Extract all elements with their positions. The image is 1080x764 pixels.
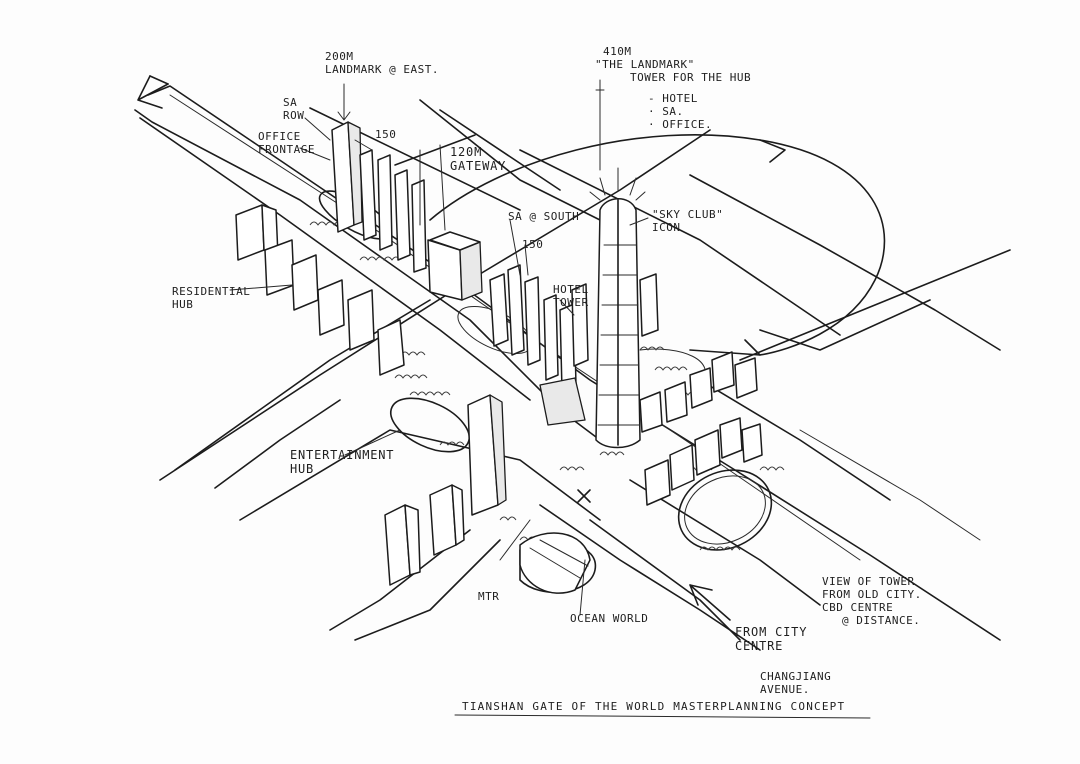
landmark-tower-purpose: TOWER FOR THE HUB xyxy=(630,71,752,84)
landmark-tower-height: 410M xyxy=(603,45,632,58)
hotel-tower-line2: TOWER xyxy=(553,296,589,309)
sa-row-line1: SA xyxy=(283,96,298,109)
view-of-tower-line1: VIEW OF TOWER xyxy=(822,575,915,588)
tower-use-office: · OFFICE. xyxy=(648,118,713,131)
label-height-150-a: 150 xyxy=(375,128,397,141)
view-of-tower-line3: CBD CENTRE xyxy=(822,601,894,614)
sheet-title: TIANSHAN GATE OF THE WORLD MASTERPLANNIN… xyxy=(462,700,846,713)
label-tower-uses: - HOTEL · SA. · OFFICE. xyxy=(648,92,712,131)
label-from-city-centre: FROM CITY CENTRE xyxy=(735,625,807,653)
changjiang-avenue-line1: CHANGJIANG xyxy=(760,670,832,683)
from-city-centre-line1: FROM CITY xyxy=(735,625,808,639)
landmark-east-height: 200M xyxy=(325,50,354,63)
label-landmark-tower: 410M "THE LANDMARK" TOWER FOR THE HUB xyxy=(595,45,751,84)
view-of-tower-line2: FROM OLD CITY. xyxy=(822,588,922,601)
landmark-tower-name: "THE LANDMARK" xyxy=(595,58,695,71)
view-of-tower-line4: @ DISTANCE. xyxy=(842,614,921,627)
annotation-leaders xyxy=(229,79,871,719)
gateway-name: GATEWAY xyxy=(450,159,507,173)
label-entertainment-hub: ENTERTAINMENT HUB xyxy=(290,448,394,476)
from-city-centre-line2: CENTRE xyxy=(735,639,784,653)
label-gateway: 120M GATEWAY xyxy=(450,145,506,173)
view-circle xyxy=(429,134,886,356)
changjiang-avenue-line2: AVENUE. xyxy=(760,683,810,696)
label-skyclub: "SKY CLUB" ICON xyxy=(652,208,723,234)
tower-use-hotel: - HOTEL xyxy=(648,92,698,105)
gateway-height: 120M xyxy=(450,145,483,159)
office-frontage-line2: FRONTAGE xyxy=(258,143,315,156)
label-height-150-b: 150 xyxy=(522,238,544,251)
tower-use-sa: · SA. xyxy=(648,105,684,118)
label-mtr: MTR xyxy=(478,590,500,603)
label-ocean-world: OCEAN WORLD xyxy=(570,612,649,625)
label-office-frontage: OFFICE FRONTAGE xyxy=(258,130,315,156)
office-frontage-line1: OFFICE xyxy=(258,130,301,143)
skyclub-name: "SKY CLUB" xyxy=(652,208,724,221)
landmark-east-name: LANDMARK @ EAST. xyxy=(325,63,439,76)
entertainment-hub-line2: HUB xyxy=(290,462,315,476)
residential-hub-line2: HUB xyxy=(172,298,194,311)
label-hotel-tower: HOTEL TOWER xyxy=(553,283,589,309)
residential-hub-line1: RESIDENTIAL xyxy=(172,285,251,298)
road-network xyxy=(134,75,1011,651)
label-residential-hub: RESIDENTIAL HUB xyxy=(172,285,250,311)
label-changjiang-avenue: CHANGJIANG AVENUE. xyxy=(760,670,831,696)
label-sa-south: SA @ SOUTH xyxy=(508,210,580,223)
entertainment-hub-line1: ENTERTAINMENT xyxy=(290,448,395,462)
label-sa-row: SA ROW xyxy=(283,96,304,122)
skyclub-type: ICON xyxy=(652,221,681,234)
label-view-of-tower: VIEW OF TOWER FROM OLD CITY. CBD CENTRE … xyxy=(822,575,922,627)
sa-row-line2: ROW xyxy=(283,109,305,122)
hotel-tower-line1: HOTEL xyxy=(553,283,589,296)
buildings xyxy=(235,121,763,594)
label-landmark-east: 200M LANDMARK @ EAST. xyxy=(325,50,439,76)
